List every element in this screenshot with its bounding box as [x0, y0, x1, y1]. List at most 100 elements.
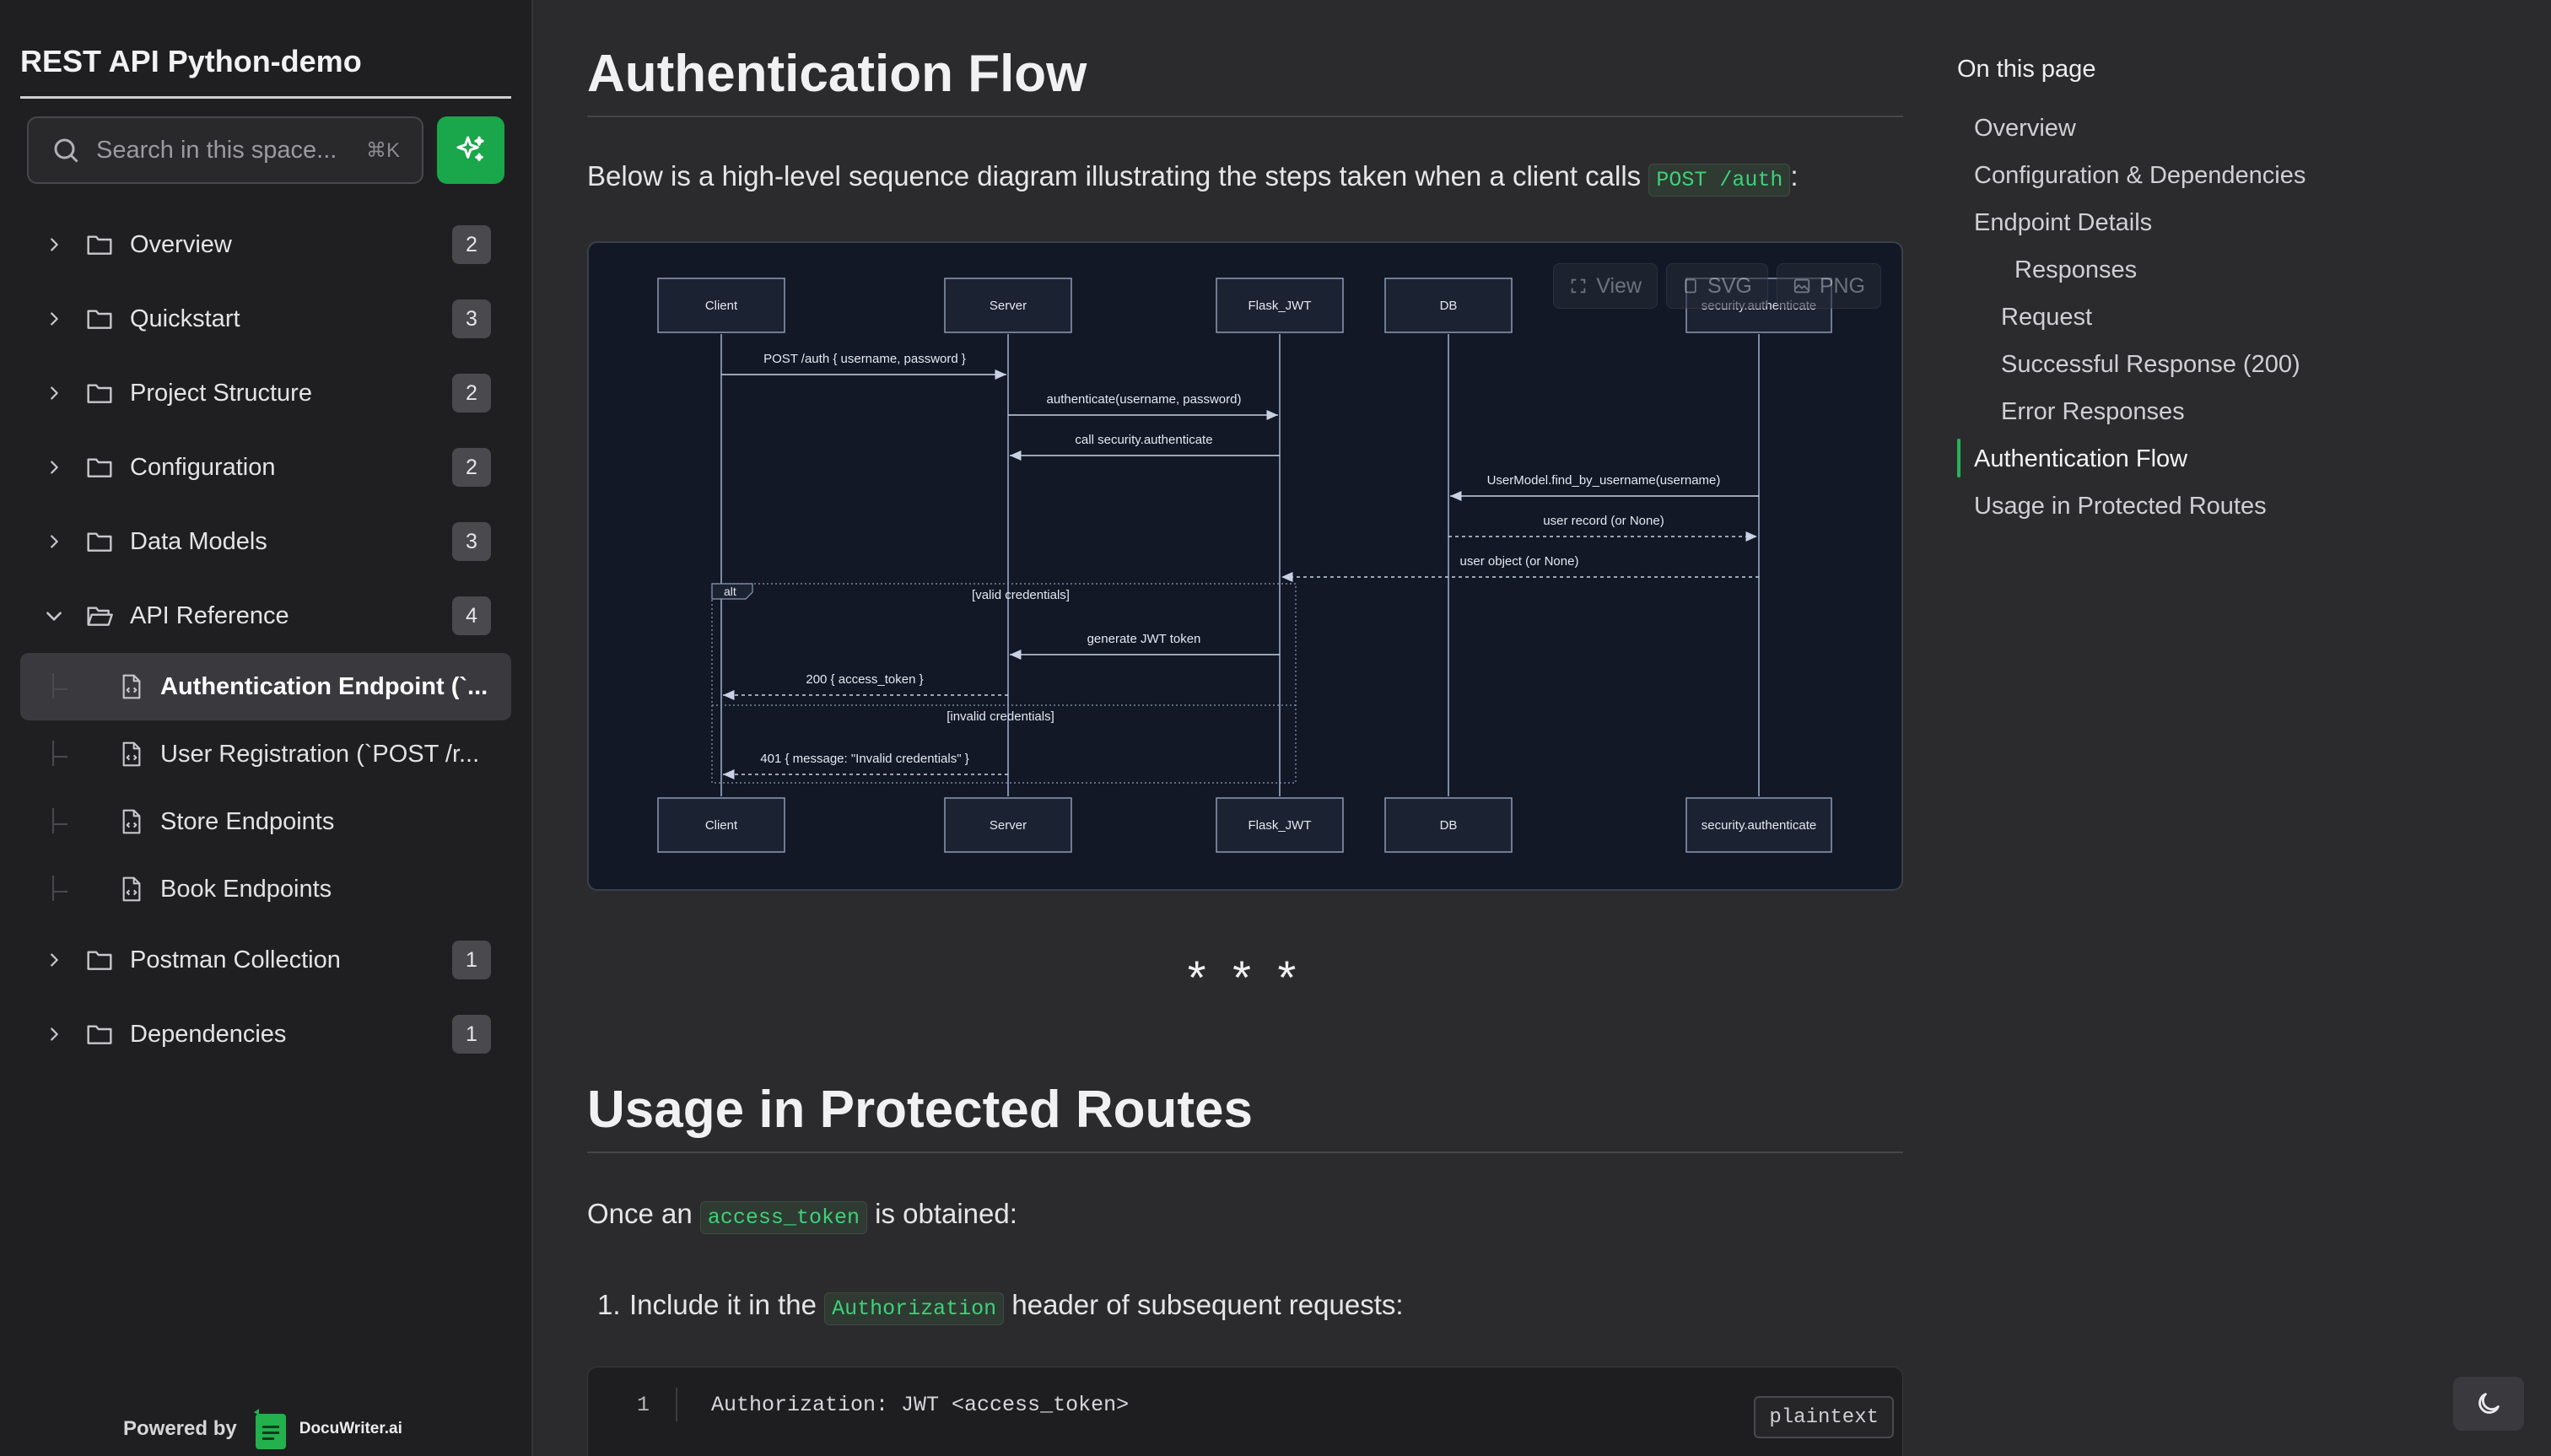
toc-item[interactable]: Endpoint Details: [1974, 209, 2153, 236]
participant-label: Client: [705, 818, 738, 833]
message-label-9: 401 { message: "Invalid credentials" }: [760, 752, 968, 766]
sidebar-item-data-models[interactable]: Data Models 3: [20, 504, 511, 579]
sidebar-subitem-4[interactable]: Book Endpoints: [20, 855, 511, 923]
auth-flow-intro-suffix: :: [1790, 160, 1799, 191]
sidebar-item-label: Overview: [130, 230, 232, 258]
toc-item[interactable]: Error Responses: [2001, 398, 2185, 425]
toc-item[interactable]: Overview: [1974, 115, 2076, 142]
chevron-right-icon[interactable]: [37, 310, 71, 328]
svg-button[interactable]: SVG: [1666, 263, 1768, 309]
image-icon: [1793, 278, 1809, 294]
code-document-icon: [120, 673, 145, 700]
participant-box: [944, 278, 1072, 333]
view-button[interactable]: View: [1553, 263, 1658, 309]
protected-intro-suffix: is obtained:: [866, 1198, 1017, 1229]
list-item: Include it in the Authorization header o…: [629, 1289, 1404, 1325]
folder-icon: [86, 233, 115, 256]
toc-active-indicator: [1957, 439, 1960, 477]
toc-item[interactable]: Successful Response (200): [2001, 351, 2300, 378]
participant-label: security.authenticate: [1702, 818, 1816, 833]
sidebar-subitem-label: Store Endpoints: [160, 807, 335, 835]
message-label-6: user object (or None): [1460, 554, 1579, 569]
toc-item[interactable]: Configuration & Dependencies: [1974, 162, 2306, 189]
sidebar-item-label: Dependencies: [130, 1020, 287, 1048]
sidebar: REST API Python-demo ⌘K Overview2Quickst…: [0, 0, 533, 1456]
heading-usage-protected-routes: Usage in Protected Routes: [587, 1080, 1903, 1153]
search-box[interactable]: ⌘K: [27, 116, 423, 184]
sidebar-item-count-badge: 1: [452, 941, 491, 979]
participant-label: Server: [990, 818, 1027, 833]
participant-label: DB: [1440, 299, 1458, 313]
sidebar-subitem-2[interactable]: User Registration (`POST /r...: [20, 720, 511, 788]
png-button[interactable]: PNG: [1776, 263, 1881, 309]
chevron-right-icon[interactable]: [37, 532, 71, 551]
ai-assistant-button[interactable]: [437, 116, 504, 184]
folder-icon: [86, 307, 115, 331]
alt-tag: [711, 583, 753, 600]
search-input[interactable]: [96, 136, 366, 164]
auth-flow-intro: Below is a high-level sequence diagram i…: [587, 160, 1799, 197]
toc-item[interactable]: Authentication Flow: [1974, 445, 2188, 472]
list-number: 1.: [597, 1289, 621, 1320]
auth-flow-intro-text: Below is a high-level sequence diagram i…: [587, 160, 1649, 191]
sidebar-item-label: Configuration: [130, 453, 276, 481]
chevron-right-icon[interactable]: [37, 951, 71, 969]
participant-label: DB: [1440, 818, 1458, 833]
list-item-suffix: header of subsequent requests:: [1004, 1289, 1404, 1320]
sidebar-item-count-badge: 3: [452, 522, 491, 561]
participant-box: [1216, 797, 1344, 853]
message-label-3: call security.authenticate: [1075, 433, 1212, 447]
code-gutter: [676, 1388, 677, 1421]
chevron-right-icon[interactable]: [37, 235, 71, 254]
list-item-text: Include it in the: [629, 1289, 825, 1320]
toc-title: On this page: [1957, 56, 2096, 83]
sidebar-subitem-1[interactable]: Authentication Endpoint (`...: [20, 653, 511, 720]
file-icon: [1685, 278, 1696, 294]
sidebar-item-count-badge: 3: [452, 299, 491, 338]
chevron-right-icon[interactable]: [37, 458, 71, 477]
sidebar-item-dependencies[interactable]: Dependencies 1: [20, 997, 511, 1071]
moon-icon: [2478, 1393, 2500, 1414]
expand-icon: [1572, 278, 1586, 294]
participant-box: [1685, 797, 1832, 853]
theme-toggle-button[interactable]: [2453, 1377, 2524, 1431]
search-shortcut: ⌘K: [365, 138, 400, 162]
sequence-diagram: ClientServerFlask_JWTDBsecurity.authenti…: [587, 241, 1903, 891]
main-content: Authentication Flow Below is a high-leve…: [587, 0, 1903, 1456]
alt-label: alt: [724, 585, 736, 598]
code-text[interactable]: Authorization: JWT <access_token>: [711, 1393, 1130, 1417]
sidebar-subitem-3[interactable]: Store Endpoints: [20, 788, 511, 855]
participant-box: [1384, 797, 1513, 853]
powered-by[interactable]: Powered by DocuWriter.ai: [123, 1407, 402, 1451]
tree-connector: [52, 720, 73, 788]
inline-code-access-token: access_token: [699, 1201, 867, 1234]
code-block[interactable]: 1 Authorization: JWT <access_token> plai…: [587, 1367, 1903, 1456]
space-title[interactable]: REST API Python-demo: [20, 44, 511, 99]
toc-item[interactable]: Usage in Protected Routes: [1974, 493, 2267, 520]
sidebar-item-label: API Reference: [130, 601, 289, 629]
chevron-down-icon[interactable]: [37, 605, 71, 627]
section-separator: * * *: [1187, 951, 1303, 1004]
participant-box: [657, 797, 785, 853]
participant-box: [1384, 278, 1513, 333]
png-button-label: PNG: [1819, 273, 1865, 298]
inline-code-authorization: Authorization: [824, 1292, 1005, 1325]
protected-intro-text: Once an: [587, 1198, 700, 1229]
sidebar-subitem-label: Book Endpoints: [160, 875, 332, 903]
chevron-right-icon[interactable]: [37, 384, 71, 402]
message-label-4: UserModel.find_by_username(username): [1487, 473, 1721, 488]
code-document-icon: [120, 808, 145, 835]
sidebar-item-label: Data Models: [130, 527, 267, 555]
chevron-right-icon[interactable]: [37, 1025, 71, 1043]
toc-item[interactable]: Request: [2001, 304, 2093, 331]
alt-invalid-label: [invalid credentials]: [947, 709, 1054, 724]
sidebar-item-count-badge: 1: [452, 1015, 491, 1054]
toc-item[interactable]: Responses: [2014, 256, 2138, 283]
